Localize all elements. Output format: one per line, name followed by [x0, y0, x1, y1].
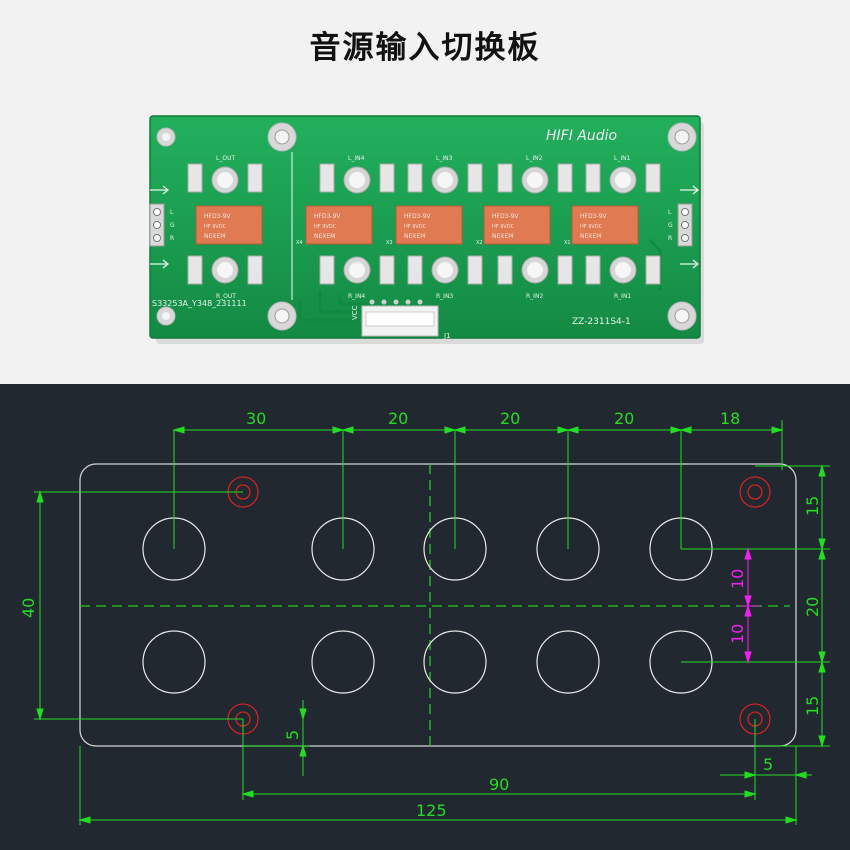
relay: HFD3-9V HF 9VDC NEXEM — [395, 205, 463, 245]
dim-text: 20 — [500, 409, 520, 428]
dim-text: 40 — [19, 598, 38, 618]
svg-text:NEXEM: NEXEM — [204, 233, 225, 240]
svg-text:HF 9VDC: HF 9VDC — [580, 224, 603, 230]
relay: HFD3-9V HF 9VDC NEXEM — [571, 205, 639, 245]
pcb-board-illustration: HIFI Audio ZZ-2311S4-1 S33253A_Y348_2311… — [149, 115, 704, 344]
jack-label-top: L_OUT — [216, 155, 235, 162]
svg-text:G: G — [170, 222, 175, 229]
mount-hole-bottom-right — [667, 301, 697, 331]
relay-label: X2 — [476, 240, 483, 246]
relay: HFD3-9V HF 9VDC NEXEM — [305, 205, 373, 245]
dim-text: 5 — [763, 755, 773, 774]
mount-hole-top-left — [267, 122, 297, 152]
jack-label-top: L_IN4 — [348, 155, 365, 162]
pcb-brand-text: HIFI Audio — [546, 128, 617, 144]
cad-drawing-panel — [0, 384, 850, 850]
svg-text:HFD3-9V: HFD3-9V — [204, 213, 231, 220]
svg-text:L: L — [170, 209, 174, 216]
page-title: 音源输入切换板 — [309, 30, 541, 66]
relay: HFD3-9V HF 9VDC NEXEM — [195, 205, 263, 245]
pcb-vcc-text: VCC — [351, 305, 359, 320]
jack-label-top: L_IN1 — [614, 155, 631, 162]
svg-text:HFD3-9V: HFD3-9V — [314, 213, 341, 220]
dim-text: 15 — [803, 496, 822, 516]
jack-label-bottom: R_IN4 — [348, 293, 365, 300]
svg-text:G: G — [668, 222, 673, 229]
relay-label: X4 — [296, 240, 303, 246]
jack-label-bottom: R_IN3 — [436, 293, 453, 300]
jack-label-bottom: R_IN2 — [526, 293, 543, 300]
pcb-model-text: ZZ-2311S4-1 — [572, 317, 631, 327]
relay-label: X1 — [564, 240, 571, 246]
dim-text: 30 — [246, 409, 266, 428]
mount-hole-left-top-small — [156, 127, 176, 147]
pcb-date-code-text: S33253A_Y348_231111 — [152, 299, 247, 308]
svg-text:HFD3-9V: HFD3-9V — [580, 213, 607, 220]
svg-text:HF 9VDC: HF 9VDC — [204, 224, 227, 230]
header-connector — [361, 299, 439, 337]
dim-text: 20 — [388, 409, 408, 428]
svg-text:NEXEM: NEXEM — [580, 233, 601, 240]
mount-hole-bottom-left — [267, 301, 297, 331]
svg-text:HF 9VDC: HF 9VDC — [492, 224, 515, 230]
arrow-icon — [150, 185, 700, 269]
svg-text:NEXEM: NEXEM — [492, 233, 513, 240]
svg-text:L: L — [668, 209, 672, 216]
svg-text:HFD3-9V: HFD3-9V — [404, 213, 431, 220]
board-outline — [79, 463, 797, 747]
relay-label: X3 — [386, 240, 393, 246]
relay: HFD3-9V HF 9VDC NEXEM — [483, 205, 551, 245]
rca-pads-top-row — [187, 163, 661, 194]
dim-text: 20 — [803, 597, 822, 617]
jack-label-bottom: R_OUT — [216, 293, 236, 300]
dim-text: 15 — [803, 696, 822, 716]
rca-pads-bottom-row — [187, 255, 661, 285]
dim-text: 5 — [283, 730, 302, 740]
dim-text-magenta: 10 — [728, 569, 747, 589]
svg-text:HF 9VDC: HF 9VDC — [404, 224, 427, 230]
jack-label-top: L_IN2 — [526, 155, 543, 162]
jack-label-top: L_IN3 — [436, 155, 453, 162]
pcb-j1-text: J1 — [443, 332, 451, 340]
mount-hole-top-right — [667, 122, 697, 152]
svg-text:R: R — [170, 235, 174, 242]
svg-text:NEXEM: NEXEM — [314, 233, 335, 240]
terminal-block-left: L G R — [149, 203, 175, 247]
dim-text: 18 — [720, 409, 740, 428]
dim-text-magenta: 10 — [728, 624, 747, 644]
jack-label-bottom: R_IN1 — [614, 293, 631, 300]
dim-text: 90 — [489, 775, 509, 794]
svg-text:NEXEM: NEXEM — [404, 233, 425, 240]
svg-text:HF 9VDC: HF 9VDC — [314, 224, 337, 230]
mount-hole-left-small — [156, 306, 176, 326]
dim-text: 125 — [416, 801, 447, 820]
terminal-block-right: L G R — [668, 203, 693, 247]
dim-text: 20 — [614, 409, 634, 428]
svg-text:HFD3-9V: HFD3-9V — [492, 213, 519, 220]
svg-text:R: R — [668, 235, 672, 242]
